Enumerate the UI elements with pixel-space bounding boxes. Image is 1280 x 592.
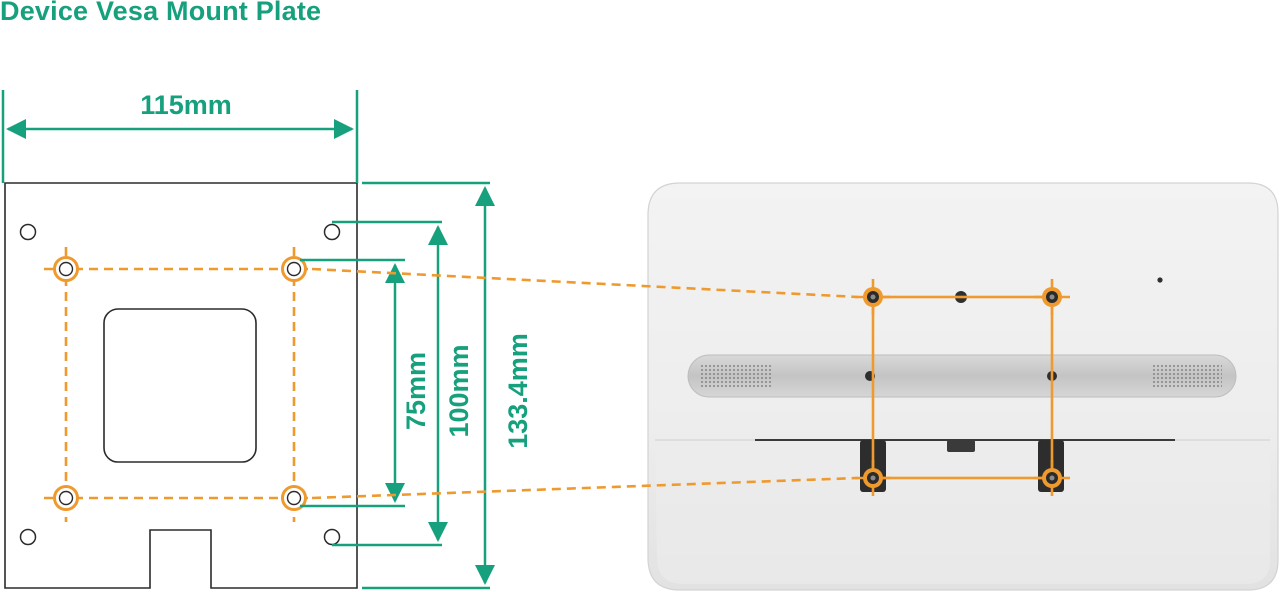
device-pinhole <box>1157 277 1163 283</box>
device-vesa-hole-bottom-left <box>855 460 891 496</box>
width-label: 115mm <box>140 90 232 120</box>
height-label: 133.4mm <box>503 333 533 449</box>
spacing-100-dimension: 100mm <box>332 220 474 547</box>
speaker-grille-left <box>701 363 773 389</box>
corner-hole-top-right <box>323 223 341 241</box>
spacing-100-label: 100mm <box>444 344 474 437</box>
corner-hole-top-left <box>19 223 37 241</box>
height-dimension: 133.4mm <box>362 181 533 590</box>
device-vesa-square <box>871 295 1054 480</box>
alignment-connectors <box>311 267 859 500</box>
plate-center-cutout <box>103 308 257 463</box>
plate-vesa-hole-bottom-left <box>53 485 79 511</box>
device-back <box>647 182 1279 591</box>
plate-vesa-guides <box>44 247 312 522</box>
mount-plate <box>4 182 358 589</box>
device-lower-panel <box>655 440 1270 584</box>
spacing-75-label: 75mm <box>401 352 431 430</box>
corner-hole-bottom-right <box>323 528 341 546</box>
page-title: Device Vesa Mount Plate <box>0 0 322 26</box>
device-connector <box>947 440 975 452</box>
device-vesa-hole-bottom-right <box>1034 460 1070 496</box>
speaker-grille-right <box>1152 363 1222 389</box>
corner-hole-bottom-left <box>19 528 37 546</box>
spacing-75-dimension: 75mm <box>300 258 431 508</box>
device-vesa-hole-top-right <box>1034 279 1070 315</box>
width-dimension: 115mm <box>1 90 359 183</box>
device-speaker-bar <box>687 354 1237 398</box>
device-vesa-hole-top-left <box>855 279 891 315</box>
plate-vesa-hole-bottom-right <box>281 485 307 511</box>
plate-vesa-hole-top-right <box>281 256 307 282</box>
plate-vesa-hole-top-left <box>53 256 79 282</box>
